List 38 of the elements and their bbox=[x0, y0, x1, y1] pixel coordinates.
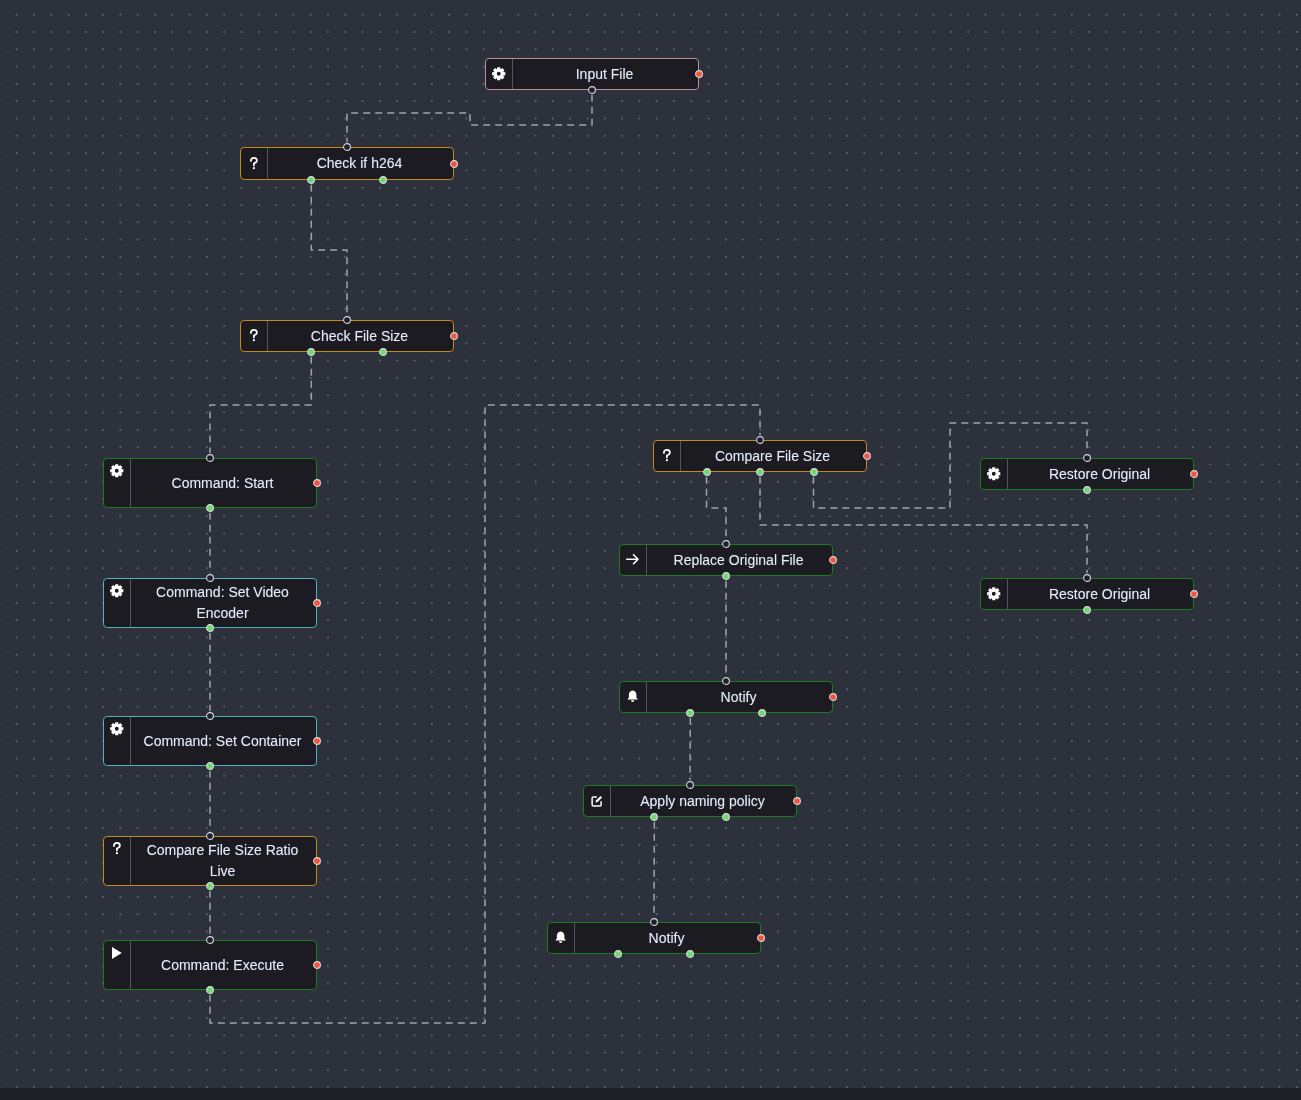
node-label: Check File Size bbox=[310, 326, 409, 346]
connector bbox=[209, 890, 211, 936]
connector bbox=[689, 717, 692, 781]
node-label: Restore Original bbox=[1048, 464, 1151, 484]
flow-node bbox=[980, 578, 1194, 610]
flow-node bbox=[240, 147, 454, 180]
connector bbox=[759, 476, 1088, 574]
flow-node bbox=[103, 940, 317, 990]
node-label: Compare File Size Ratio Live bbox=[145, 841, 300, 881]
node-label: Input File bbox=[575, 64, 634, 84]
flow-node bbox=[653, 440, 867, 472]
flow-node bbox=[103, 458, 317, 508]
node-label: Command: Start bbox=[171, 473, 274, 493]
connector bbox=[346, 94, 593, 143]
flow-node bbox=[619, 544, 833, 576]
flow-node bbox=[103, 578, 317, 628]
node-label: Compare File Size bbox=[714, 446, 831, 466]
connector bbox=[812, 422, 1088, 509]
node-label: Command: Execute bbox=[161, 955, 284, 975]
connector bbox=[209, 632, 211, 712]
flow-node bbox=[103, 716, 317, 766]
node-label: Notify bbox=[720, 687, 757, 707]
node-label: Apply naming policy bbox=[640, 791, 765, 811]
node-label: Restore Original bbox=[1048, 584, 1151, 604]
node-label: Command: Set Video Encoder bbox=[155, 583, 290, 623]
flow-node bbox=[619, 681, 833, 713]
node-label: Notify bbox=[648, 928, 685, 948]
flow-node bbox=[485, 58, 699, 90]
flow-node bbox=[980, 458, 1194, 490]
node-label: Command: Set Container bbox=[143, 731, 302, 751]
node-label: Replace Original File bbox=[673, 550, 804, 570]
flow-node bbox=[583, 785, 797, 817]
flow-node bbox=[547, 922, 761, 954]
connector bbox=[209, 356, 313, 454]
node-label: Check if h264 bbox=[316, 154, 403, 173]
flow-node bbox=[240, 320, 454, 352]
connector bbox=[209, 404, 761, 1024]
flow-node bbox=[103, 836, 317, 886]
